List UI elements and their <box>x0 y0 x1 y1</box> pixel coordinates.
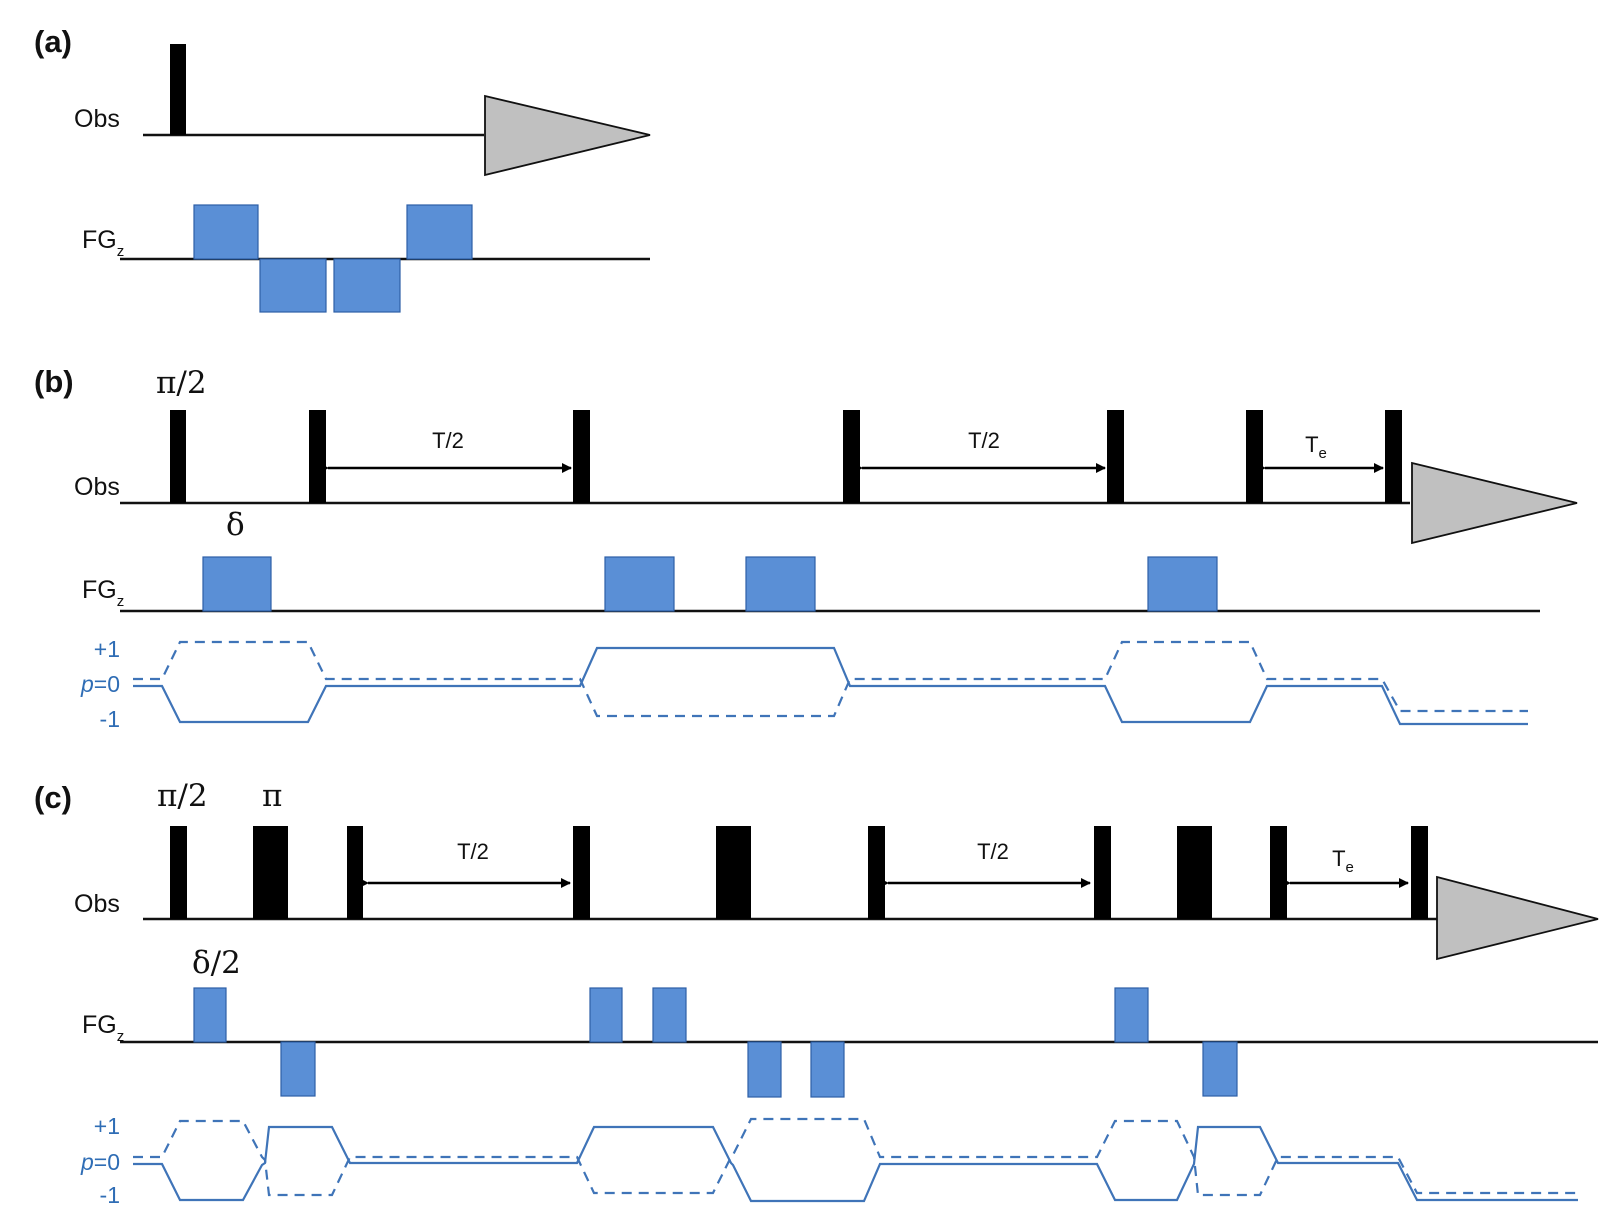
panel-b-rf-pulse <box>1385 410 1402 503</box>
panel-b: (b) π/2 Obs δ FGz T/2 T/2 Te +1 p=0 -1 <box>34 364 1578 732</box>
panel-c-rf-pulse <box>1411 826 1428 919</box>
panel-c-gradient-pulse <box>1114 987 1149 1043</box>
panel-c-rf-pulse <box>573 826 590 919</box>
panel-b-rf-pulse <box>1246 410 1263 503</box>
panel-b-rf-annotation: π/2 <box>156 365 207 401</box>
panel-b-acquisition-fid <box>1411 461 1578 545</box>
panel-b-coherence-minus-label: -1 <box>100 706 120 732</box>
panel-b-gradient-pulse <box>202 556 272 612</box>
panel-b-coherence-path-dashed <box>133 640 1528 718</box>
panel-c-rf-pulse <box>868 826 885 919</box>
panel-c-rf-pulse-pi <box>1177 826 1212 919</box>
panel-c-delay-label: T/2 <box>457 839 489 864</box>
panel-c-obs-label: Obs <box>74 890 120 918</box>
panel-b-gradient-pulse <box>745 556 816 612</box>
panel-a-gradient-pulse <box>193 204 259 260</box>
panel-c-coherence-minus-label: -1 <box>100 1182 120 1208</box>
panel-c-delay-label: T/2 <box>977 839 1009 864</box>
panel-b-label: (b) <box>34 364 74 399</box>
panel-a-label: (a) <box>34 24 72 59</box>
panel-a-rf-pulse <box>170 44 186 135</box>
panel-c-gradient-pulse <box>280 1041 316 1097</box>
panel-b-gradient-pulse <box>604 556 675 612</box>
panel-b-rf-pulse <box>170 410 186 503</box>
panel-b-coherence-plus-label: +1 <box>94 636 120 662</box>
panel-a-gradient-pulse <box>259 258 327 313</box>
panel-b-grad-annotation: δ <box>226 507 245 543</box>
panel-c-acquisition-fid <box>1436 875 1599 961</box>
panel-c-coherence-zero-label: p=0 <box>80 1149 120 1175</box>
panel-c-gradient-pulse <box>589 987 623 1043</box>
panel-c-gradient-pulse <box>193 987 227 1043</box>
panel-c-rf-pulse <box>1270 826 1287 919</box>
panel-b-obs-label: Obs <box>74 473 120 501</box>
panel-b-rf-pulse <box>843 410 860 503</box>
panel-b-delay-label: Te <box>1305 432 1327 462</box>
panel-c-label: (c) <box>34 780 72 815</box>
panel-b-delay-label: T/2 <box>432 428 464 453</box>
panel-b-fg-label: FGz <box>82 576 124 610</box>
panel-c-delay-label: Te <box>1332 846 1354 876</box>
panel-a-acquisition-fid <box>484 94 651 177</box>
panel-a-gradient-pulse <box>333 258 401 313</box>
panel-b-rf-pulse <box>309 410 326 503</box>
panel-c-coherence-plus-label: +1 <box>94 1113 120 1139</box>
panel-b-gradient-pulse <box>1147 556 1218 612</box>
panel-c-rf-annotation-pi: π <box>262 778 282 814</box>
panel-a-gradient-pulse <box>406 204 473 260</box>
panel-a: (a) Obs FGz <box>34 24 651 313</box>
panel-b-delay-label: T/2 <box>968 428 1000 453</box>
panel-c-rf-pulse-pi <box>716 826 751 919</box>
panel-c-rf-pulse <box>1094 826 1111 919</box>
panel-c-rf-pulse-pi <box>253 826 288 919</box>
panel-c-fg-label: FGz <box>82 1011 124 1045</box>
panel-b-coherence-zero-label: p=0 <box>80 671 120 697</box>
panel-b-coherence-path-solid <box>133 646 1528 726</box>
panel-c-gradient-pulse <box>747 1041 782 1098</box>
panel-c-grad-annotation: δ/2 <box>192 945 241 981</box>
panel-c-rf-pulse <box>347 826 363 919</box>
panel-a-obs-label: Obs <box>74 105 120 133</box>
panel-a-fg-label: FGz <box>82 226 124 260</box>
panel-c-coherence-path-solid <box>133 1125 1578 1203</box>
panel-c: (c) π/2 π Obs δ/2 FGz T/2 T/2 Te +1 <box>34 778 1599 1208</box>
panel-b-rf-pulse <box>573 410 590 503</box>
panel-b-rf-pulse <box>1107 410 1124 503</box>
panel-c-rf-pulse <box>170 826 187 919</box>
panel-c-gradient-pulse <box>1202 1041 1238 1097</box>
panel-c-rf-annotation: π/2 <box>157 778 208 814</box>
panel-c-coherence-path-dashed <box>133 1117 1578 1197</box>
panel-c-gradient-pulse <box>652 987 687 1043</box>
panel-c-gradient-pulse <box>810 1041 845 1098</box>
